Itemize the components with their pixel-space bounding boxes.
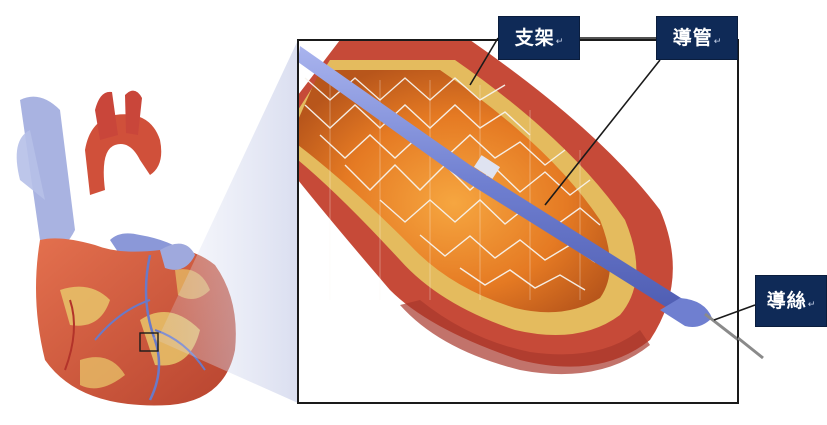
catheter-label-text: 導管: [673, 29, 713, 48]
guidewire-label: 導絲↵: [755, 275, 827, 327]
return-mark-icon: ↵: [556, 38, 564, 47]
guidewire-line: [738, 338, 763, 358]
guidewire-label-text: 導絲: [767, 292, 807, 311]
stent-label-text: 支架: [515, 29, 555, 48]
stent-label: 支架↵: [498, 16, 580, 60]
catheter-label: 導管↵: [656, 16, 738, 60]
return-mark-icon: ↵: [808, 301, 816, 310]
return-mark-icon: ↵: [714, 38, 722, 47]
artery-cross-section: [298, 40, 745, 403]
